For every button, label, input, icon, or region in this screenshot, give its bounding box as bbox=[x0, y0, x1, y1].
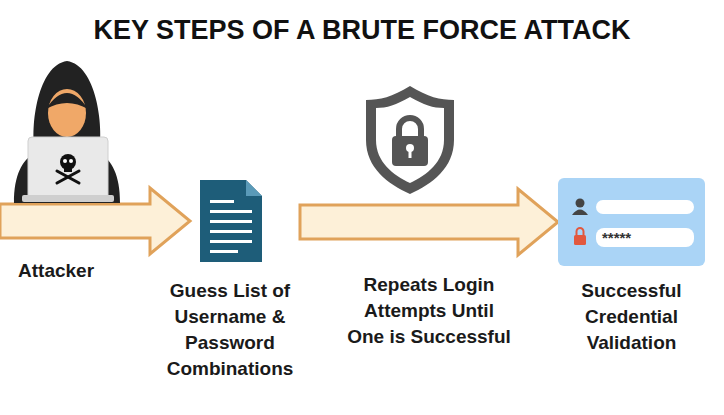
lock-keyhole bbox=[409, 149, 412, 158]
shield-outline bbox=[366, 86, 454, 194]
document-line bbox=[210, 200, 234, 203]
password-text: ***** bbox=[596, 228, 631, 247]
document-sheet bbox=[200, 180, 262, 262]
lock-body bbox=[392, 136, 428, 166]
lock-shackle bbox=[399, 118, 421, 138]
login-icons bbox=[558, 178, 705, 266]
user-icon bbox=[572, 210, 588, 216]
shield-lock-icon bbox=[366, 86, 454, 194]
block-arrow bbox=[0, 188, 190, 254]
skull-eye bbox=[63, 159, 67, 163]
lock-icon bbox=[577, 228, 584, 235]
document-node: Guess List of Username & Password Combin… bbox=[190, 178, 270, 264]
user-icon bbox=[576, 199, 585, 208]
attacker-node: Attacker bbox=[0, 55, 130, 290]
hood bbox=[14, 61, 120, 203]
document-line bbox=[210, 230, 252, 233]
document-fold bbox=[246, 180, 262, 196]
skull-eye bbox=[69, 159, 73, 163]
edge-label: Repeats Login Attempts Until One is Succ… bbox=[344, 272, 514, 350]
node-caption: Guess List of Username & Password Combin… bbox=[145, 278, 315, 382]
hood-shadow bbox=[46, 93, 88, 109]
document-line bbox=[210, 210, 252, 213]
login-form-node: *****Successful Credential Validation bbox=[558, 178, 705, 266]
crossbone bbox=[57, 171, 79, 183]
diagram-title: KEY STEPS OF A BRUTE FORCE ATTACK bbox=[0, 14, 724, 46]
password-field: ***** bbox=[596, 228, 694, 247]
document-line bbox=[210, 240, 252, 243]
document-line bbox=[210, 220, 252, 223]
crossbone bbox=[57, 171, 79, 183]
attacker-figure bbox=[0, 55, 130, 215]
node-caption: Successful Credential Validation bbox=[556, 278, 707, 356]
document-line bbox=[210, 250, 238, 253]
node-caption: Attacker bbox=[18, 258, 122, 284]
laptop-base bbox=[22, 195, 114, 202]
username-field bbox=[596, 200, 694, 214]
lock-icon bbox=[574, 235, 586, 245]
block-arrow bbox=[300, 189, 558, 255]
document-icon bbox=[190, 178, 270, 264]
shield-inner bbox=[376, 97, 444, 183]
skull-jaw bbox=[64, 166, 72, 172]
laptop bbox=[28, 137, 108, 199]
